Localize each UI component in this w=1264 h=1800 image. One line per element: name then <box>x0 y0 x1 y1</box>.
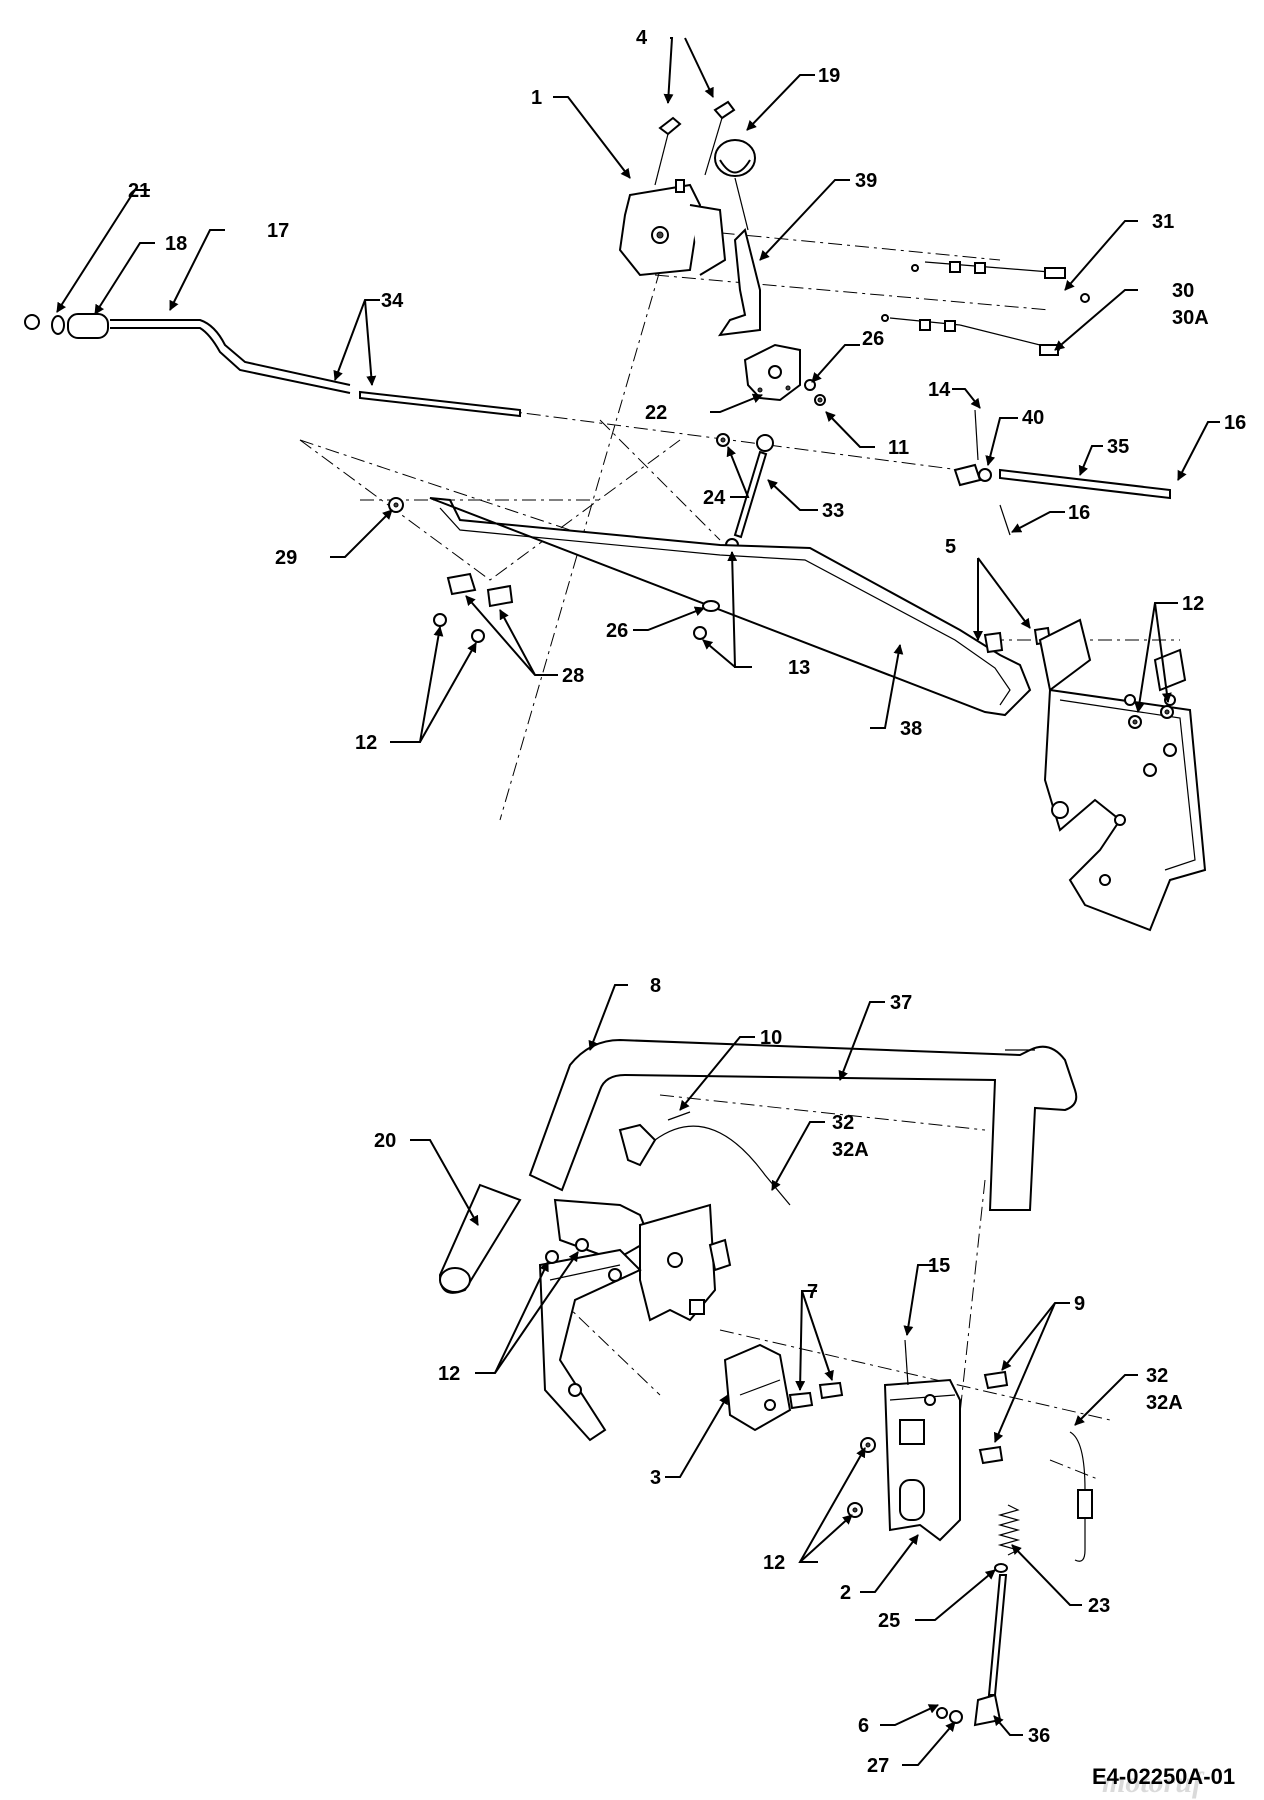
callout-leaders <box>56 37 1220 1766</box>
callout-12-lower-right: 12 <box>763 1552 785 1574</box>
callout-35: 35 <box>1107 436 1129 458</box>
callout-32-left: 32 <box>832 1112 854 1134</box>
callout-labels: 1 4 19 39 21 18 17 34 31 30 30A 26 22 11… <box>128 27 1246 1777</box>
main-rod-part <box>429 497 1032 717</box>
callout-7: 7 <box>807 1281 818 1303</box>
drawing-code: E4-02250A-01 <box>1092 1764 1236 1789</box>
callout-27: 27 <box>867 1755 889 1777</box>
callout-18: 18 <box>165 233 187 255</box>
callout-39: 39 <box>855 170 877 192</box>
callout-1: 1 <box>531 87 542 109</box>
link-rod-part <box>725 434 774 552</box>
handle-part <box>528 1038 1078 1211</box>
callout-36: 36 <box>1028 1725 1050 1747</box>
callout-12-upper-left: 12 <box>355 732 377 754</box>
callout-16-right: 16 <box>1224 412 1246 434</box>
callout-22: 22 <box>645 402 667 424</box>
connector-part <box>953 409 1171 536</box>
callout-24: 24 <box>703 487 726 509</box>
frame-bracket-part <box>1038 618 1207 932</box>
lower-assembly <box>438 1038 1111 1727</box>
callout-3: 3 <box>650 1467 661 1489</box>
spring-part <box>936 1504 1021 1727</box>
callout-30: 30 <box>1172 280 1194 302</box>
knob-part <box>714 139 756 231</box>
lever-part <box>717 228 761 337</box>
callout-2: 2 <box>840 1582 851 1604</box>
callout-16: 16 <box>1068 502 1090 524</box>
callout-19: 19 <box>818 65 840 87</box>
callout-12-upper-right: 12 <box>1182 593 1204 615</box>
callout-15: 15 <box>928 1255 950 1277</box>
cable-end-part <box>1069 1431 1093 1562</box>
grip-part <box>438 1183 522 1294</box>
callout-14: 14 <box>928 379 951 401</box>
callout-29: 29 <box>275 547 297 569</box>
callout-20: 20 <box>374 1130 396 1152</box>
callout-38: 38 <box>900 718 922 740</box>
callout-25: 25 <box>878 1610 900 1632</box>
bolt-part <box>654 100 736 186</box>
callout-26-upper: 26 <box>862 328 884 350</box>
callout-17: 17 <box>267 220 289 242</box>
callout-32a-right: 32A <box>1146 1392 1183 1414</box>
callout-31: 31 <box>1152 211 1174 233</box>
callout-5: 5 <box>945 536 956 558</box>
callout-9: 9 <box>1074 1293 1085 1315</box>
cable-bracket-part <box>618 1111 791 1206</box>
guide-plate-part <box>723 1343 792 1432</box>
callout-30a: 30A <box>1172 307 1209 329</box>
plate-part <box>743 343 801 402</box>
callout-10: 10 <box>760 1027 782 1049</box>
callout-6: 6 <box>858 1715 869 1737</box>
callout-33: 33 <box>822 500 844 522</box>
upper-assembly <box>24 100 1207 932</box>
callout-8: 8 <box>650 975 661 997</box>
handle-grip-part <box>24 313 351 394</box>
mount-plate-part <box>538 1198 732 1442</box>
callout-32a-left: 32A <box>832 1139 869 1161</box>
callout-34: 34 <box>381 290 404 312</box>
cable-part <box>881 261 1090 356</box>
callout-37: 37 <box>890 992 912 1014</box>
callout-28: 28 <box>562 665 584 687</box>
pivot-bracket-part <box>883 1378 961 1542</box>
callout-26-lower: 26 <box>606 620 628 642</box>
rod-part <box>359 390 521 418</box>
callout-4: 4 <box>636 27 648 49</box>
callout-21: 21 <box>128 180 150 202</box>
callout-11: 11 <box>888 437 909 459</box>
callout-32-right: 32 <box>1146 1365 1168 1387</box>
watermark-logo: motoruf <box>1102 1766 1203 1799</box>
callout-12-lower-left: 12 <box>438 1363 460 1385</box>
callout-40: 40 <box>1022 407 1044 429</box>
callout-23: 23 <box>1088 1595 1110 1617</box>
callout-13: 13 <box>788 657 810 679</box>
bracket-part <box>618 179 727 277</box>
